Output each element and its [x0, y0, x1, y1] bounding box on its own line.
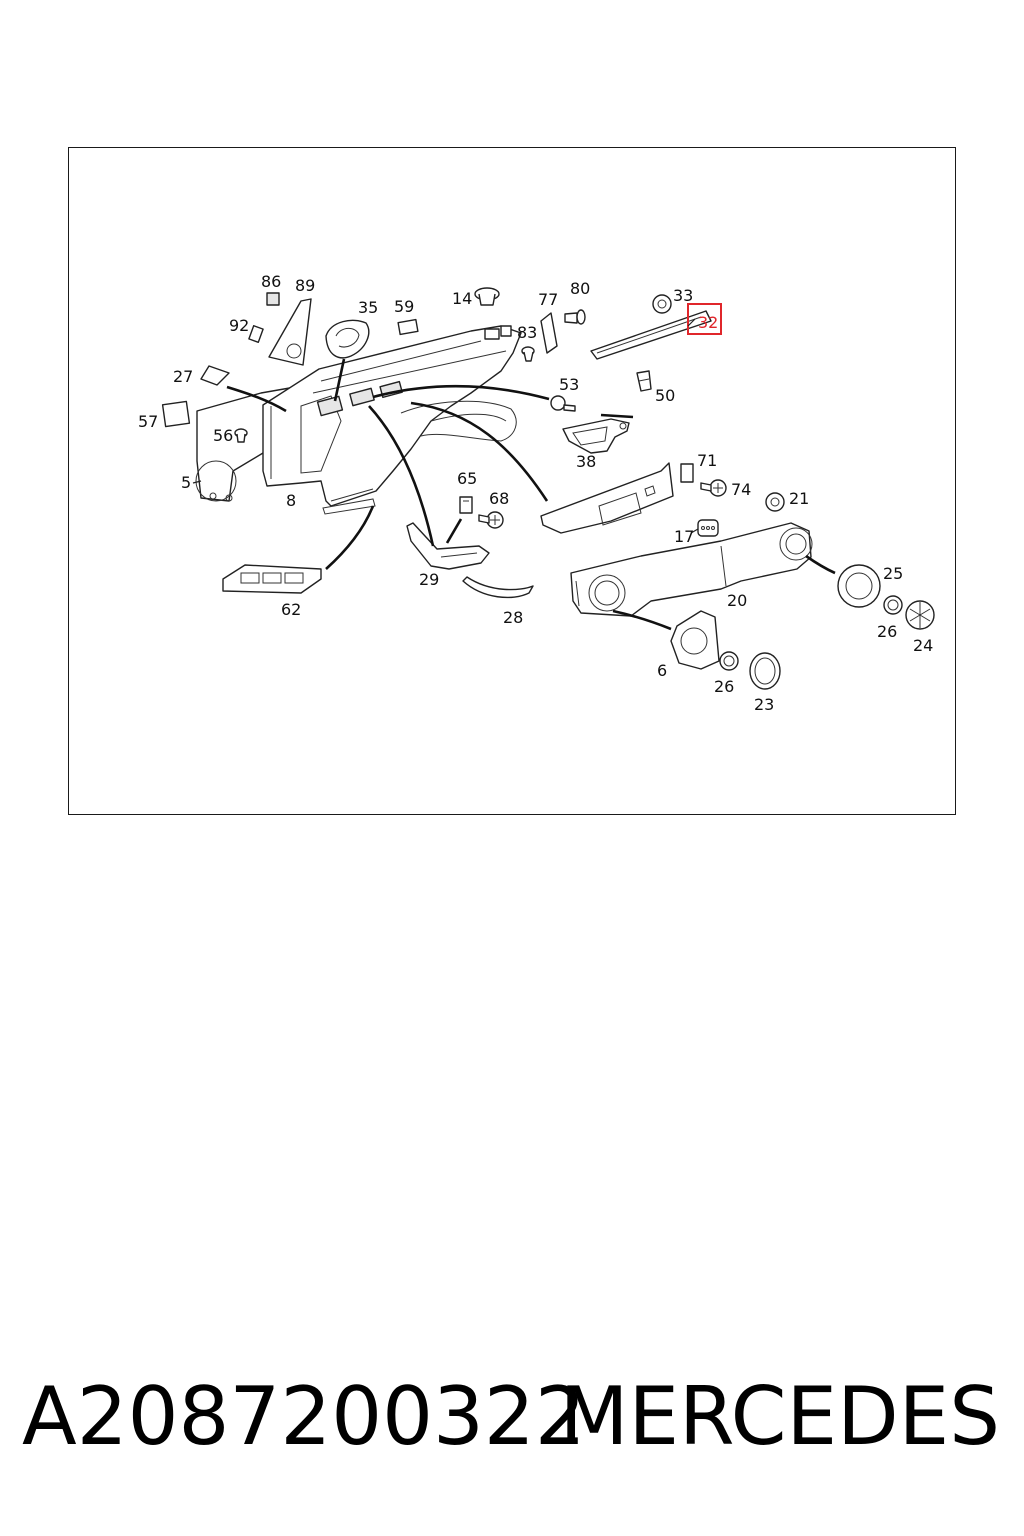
clip-56 [234, 428, 248, 443]
label-17: 17 [674, 527, 694, 546]
label-62: 62 [281, 600, 301, 619]
label-77: 77 [538, 290, 558, 309]
speaker-grille-23 [749, 652, 781, 690]
lower-door-pocket-20 [570, 522, 813, 617]
label-71: 71 [697, 451, 717, 470]
label-26-lower: 26 [714, 677, 734, 696]
arrow-armrest-to-panel [410, 401, 549, 502]
product-caption: A2087200322 MERCEDES [0, 1370, 1024, 1470]
arrow-53-to-panel [372, 384, 550, 401]
label-27: 27 [173, 367, 193, 386]
label-86: 86 [261, 272, 281, 291]
label-24: 24 [913, 636, 933, 655]
label-59: 59 [394, 297, 414, 316]
label-6: 6 [657, 661, 667, 680]
label-32: 32 [698, 313, 718, 332]
label-33: 33 [673, 286, 693, 305]
part-59 [397, 318, 419, 336]
screw-74 [700, 479, 727, 497]
label-21: 21 [789, 489, 809, 508]
door-handle-35 [325, 319, 370, 359]
speaker-ring-25 [837, 564, 881, 608]
exploded-parts-diagram: 86 89 35 59 14 77 80 33 32 92 83 27 53 5… [138, 272, 935, 714]
label-23: 23 [754, 695, 774, 714]
leader-5 [192, 480, 202, 484]
strip-32-line [596, 316, 702, 354]
label-50: 50 [655, 386, 675, 405]
label-74: 74 [731, 480, 751, 499]
label-68: 68 [489, 489, 509, 508]
arrow-29-to-panel [368, 405, 435, 547]
label-5: 5 [181, 473, 191, 492]
screw-80 [564, 309, 586, 325]
trim-strip-32 [590, 310, 712, 360]
label-53: 53 [559, 375, 579, 394]
arrow-6-pocket [612, 609, 672, 631]
grille-26-lower [719, 651, 739, 671]
grille-21 [765, 492, 785, 512]
switch-17 [697, 519, 719, 537]
clip-33 [652, 294, 672, 314]
clip-50 [636, 370, 652, 392]
mirror-triangle-cover [268, 298, 312, 366]
label-38: 38 [576, 452, 596, 471]
speaker-grille-24 [905, 600, 935, 630]
handle-insert-38 [562, 418, 630, 454]
label-28: 28 [503, 608, 523, 627]
label-65: 65 [457, 469, 477, 488]
highlight-box-32 [687, 303, 722, 335]
label-83: 83 [517, 323, 537, 342]
label-92: 92 [229, 316, 249, 335]
grille-26-right [883, 595, 903, 615]
arrow-35-to-panel [333, 358, 346, 402]
label-20: 20 [727, 591, 747, 610]
storage-tray-62 [222, 564, 322, 594]
arrow-38-insert [600, 413, 634, 419]
screw-53 [550, 395, 576, 412]
label-56: 56 [213, 426, 233, 445]
clip-92 [248, 325, 264, 343]
brand-name: MERCEDES [559, 1370, 1000, 1463]
label-26-right: 26 [877, 622, 897, 641]
label-35: 35 [358, 298, 378, 317]
armrest-cover [540, 462, 674, 534]
leader-17 [690, 528, 699, 534]
tweeter-cover-27 [200, 365, 230, 386]
pad-57 [161, 400, 191, 428]
label-80: 80 [570, 279, 590, 298]
clip-65 [459, 496, 473, 514]
leader-32 [687, 318, 696, 327]
label-25: 25 [883, 564, 903, 583]
trim-piece-29 [406, 522, 490, 570]
speaker-bracket-6 [670, 610, 720, 670]
trim-strip-28 [462, 576, 534, 599]
label-14: 14 [452, 289, 472, 308]
clip-86 [266, 292, 280, 306]
door-lower-strip [322, 498, 376, 515]
clip-83 [521, 346, 535, 362]
label-29: 29 [419, 570, 439, 589]
screw-68 [478, 511, 504, 529]
arrow-27-to-panel [226, 385, 287, 413]
label-8: 8 [286, 491, 296, 510]
bracket-77 [540, 312, 558, 354]
label-57: 57 [138, 412, 158, 431]
clip-71 [680, 463, 694, 483]
plug-14 [474, 287, 500, 306]
part-number: A2087200322 [22, 1370, 586, 1463]
parts-diagram-frame: 86 89 35 59 14 77 80 33 32 92 83 27 53 5… [68, 147, 956, 815]
arrow-65-29 [445, 518, 463, 544]
label-89: 89 [295, 276, 315, 295]
arrow-25-pocket [805, 554, 836, 575]
arrow-62-to-panel [325, 505, 375, 570]
